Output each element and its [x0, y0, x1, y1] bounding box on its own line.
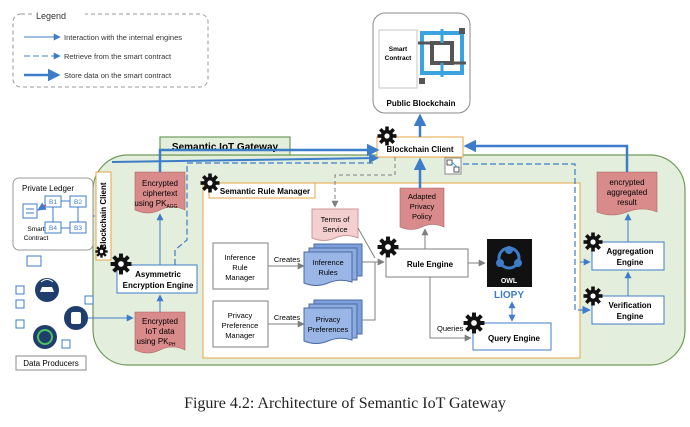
- svg-text:Privacy: Privacy: [228, 311, 253, 320]
- adapted-privacy-note: Adapted Privacy Policy: [399, 187, 445, 230]
- data-producers-label: Data Producers: [23, 359, 79, 368]
- query-engine-box: [472, 322, 552, 351]
- svg-text:Engine: Engine: [617, 258, 644, 267]
- owl-icon: OWL: [487, 239, 532, 287]
- block-b1: B1: [49, 199, 57, 206]
- ledger-smart-label-2: Contract: [24, 235, 49, 242]
- encrypted-ciphertext-note: Encrypted ciphertext using PKAGG: [134, 171, 186, 214]
- asym-engine-label-2: Encryption Engine: [123, 281, 194, 290]
- gear-icon: [95, 245, 108, 258]
- legend-title: Legend: [36, 11, 66, 21]
- gear-icon: [583, 286, 603, 306]
- svg-text:Rule: Rule: [232, 263, 247, 272]
- svg-text:using PKPH: using PKPH: [137, 337, 176, 348]
- svg-text:Policy: Policy: [412, 212, 432, 221]
- connections: [88, 113, 632, 342]
- meter-icon: [33, 325, 57, 349]
- private-ledger-title: Private Ledger: [22, 184, 74, 193]
- query-engine-label: Query Engine: [488, 334, 541, 343]
- legend-item-store: Store data on the smart contract: [64, 71, 172, 80]
- ledger-smart-label-1: Smart: [27, 226, 45, 233]
- svg-text:result: result: [617, 198, 637, 207]
- network-icon: [444, 157, 462, 175]
- block-b3: B3: [74, 225, 82, 232]
- asym-engine-label-1: Asymmetric: [135, 270, 181, 279]
- legend-item-retrieve: Retrieve from the smart contract: [64, 52, 172, 61]
- svg-text:Privacy: Privacy: [410, 202, 435, 211]
- legend-item-interaction: Interaction with the internal engines: [64, 33, 182, 42]
- svg-text:Adapted: Adapted: [408, 192, 436, 201]
- gear-icon: [463, 312, 485, 334]
- rule-engine-label: Rule Engine: [407, 260, 454, 269]
- svg-text:IoT data: IoT data: [145, 327, 175, 336]
- svg-text:Encrypted: Encrypted: [142, 179, 178, 188]
- svg-text:Engine: Engine: [617, 312, 644, 321]
- legend: Legend Interaction with the internal eng…: [12, 9, 209, 88]
- blockchain-icon: [418, 28, 466, 84]
- public-blockchain-label: Public Blockchain: [387, 99, 456, 108]
- document-icon: [22, 203, 38, 219]
- public-blockchain: Smart Contract Public Blockchain: [372, 12, 471, 114]
- svg-text:Manager: Manager: [225, 273, 255, 282]
- terms-of-service-note: Terms of Service: [311, 208, 359, 241]
- figure-caption: Figure 4.2: Architecture of Semantic IoT…: [184, 395, 506, 412]
- verification-engine-box: [591, 295, 665, 325]
- block-b2: B2: [74, 199, 82, 206]
- vertical-blockchain-client: [95, 171, 112, 261]
- smart-contract-label-2: Contract: [385, 55, 413, 62]
- gear-icon: [377, 236, 399, 258]
- svg-text:Preferences: Preferences: [308, 325, 349, 334]
- svg-text:Manager: Manager: [225, 331, 255, 340]
- svg-text:Rules: Rules: [318, 268, 337, 277]
- svg-text:Verification: Verification: [608, 301, 651, 310]
- block-b4: B4: [49, 225, 57, 232]
- svg-text:Preference: Preference: [222, 321, 259, 330]
- llopy-label: LlOPY: [494, 290, 524, 301]
- svg-text:Encrypted: Encrypted: [142, 317, 178, 326]
- privacy-preferences-stack: Privacy Preferences: [303, 299, 363, 344]
- gateway-title: Semantic IoT Gateway: [172, 142, 279, 153]
- creates-label-1: Creates: [274, 255, 301, 264]
- inference-rules-stack: Inference Rules: [303, 243, 363, 286]
- gear-icon: [110, 253, 132, 275]
- queries-label: Queries: [437, 324, 464, 333]
- private-ledger: Private Ledger B1 B2 B4 B3 Smart Contrac…: [12, 177, 94, 251]
- srm-title: Semantic Rule Manager: [220, 187, 310, 196]
- data-producers: Data Producers: [15, 255, 94, 371]
- svg-text:Aggregation: Aggregation: [606, 247, 653, 256]
- svg-text:Service: Service: [322, 225, 347, 234]
- svg-text:Inference: Inference: [224, 253, 255, 262]
- vertical-client-label: Blockchain Client: [99, 182, 108, 249]
- svg-text:ciphertext: ciphertext: [143, 189, 178, 198]
- gear-icon: [377, 126, 397, 146]
- rule-engine-box: [385, 248, 469, 278]
- svg-text:using PKAGG: using PKAGG: [134, 199, 177, 210]
- encrypted-iot-note: Encrypted IoT data using PKPH: [134, 311, 186, 354]
- svg-text:encrypted: encrypted: [609, 178, 644, 187]
- asymmetric-engine-box: [116, 264, 198, 294]
- gear-icon: [200, 173, 220, 193]
- svg-text:Privacy: Privacy: [316, 315, 341, 324]
- owl-label: OWL: [501, 278, 518, 285]
- svg-text:Inference: Inference: [312, 258, 343, 267]
- aggregation-engine-box: [591, 241, 665, 271]
- svg-text:aggregated: aggregated: [607, 188, 647, 197]
- svg-text:Terms of: Terms of: [321, 215, 351, 224]
- encrypted-aggregated-note: encrypted aggregated result: [596, 171, 658, 216]
- blockchain-client-label: Blockchain Client: [386, 145, 453, 154]
- gear-icon: [583, 232, 603, 252]
- inference-rule-manager: [212, 242, 269, 290]
- creates-label-2: Creates: [274, 313, 301, 322]
- smart-contract-label-1: Smart: [389, 46, 408, 53]
